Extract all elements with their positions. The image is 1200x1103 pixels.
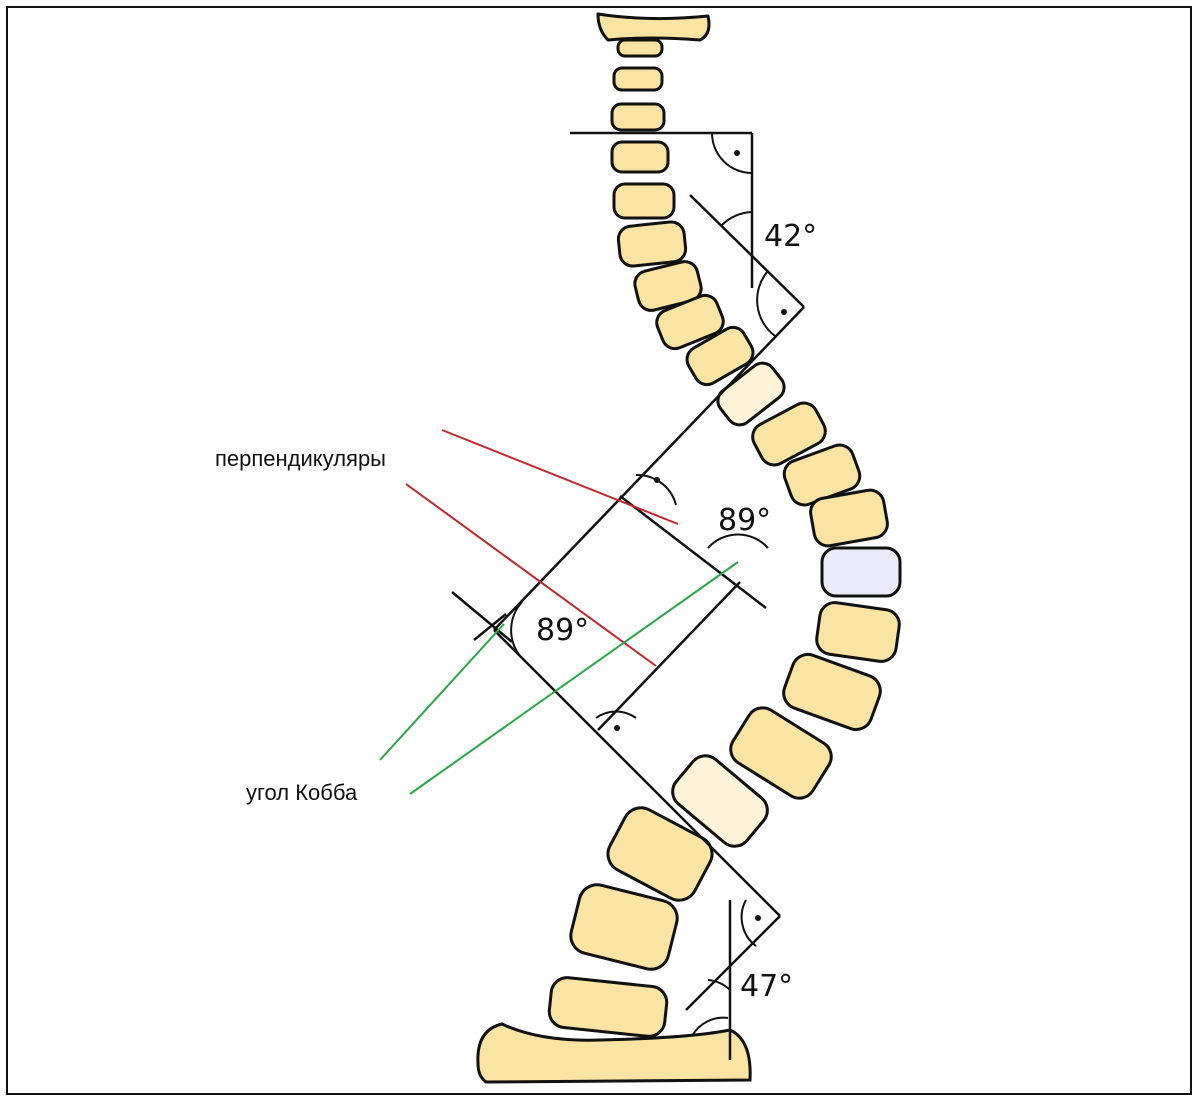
tick-line-left-cross xyxy=(473,613,507,641)
perpendicular-pointer-1 xyxy=(441,429,679,525)
vertebra xyxy=(782,652,882,732)
vertebra-end-upper xyxy=(716,361,786,427)
cobb-pointer-2 xyxy=(409,561,739,795)
vertebra xyxy=(809,488,889,548)
perpendicular-parallel xyxy=(619,495,767,609)
vertebra xyxy=(815,601,901,663)
vertebra xyxy=(610,102,666,132)
right-angle-dot xyxy=(654,477,660,483)
vertebra xyxy=(606,806,714,902)
vertebra xyxy=(616,38,664,58)
angle-label-middle-left: 89° xyxy=(536,613,589,648)
right-angle-arc xyxy=(635,473,677,506)
angle-arc-89-left xyxy=(510,601,523,657)
vertebra xyxy=(547,976,669,1038)
label-cobb-angle: угол Кобба xyxy=(246,780,358,805)
vertebra xyxy=(569,883,679,971)
angle-arc-47 xyxy=(707,979,731,991)
vertebra-apex xyxy=(820,546,902,598)
perpendicular-pointer-2 xyxy=(405,483,657,667)
angle-label-bottom: 47° xyxy=(740,969,793,1004)
right-angle-arc xyxy=(595,710,637,719)
right-angle-dot xyxy=(781,309,787,315)
vertebra xyxy=(729,706,833,800)
label-perpendiculars: перпендикуляры xyxy=(215,446,386,471)
cobb-construction xyxy=(451,131,805,1060)
right-angle-dot xyxy=(614,725,620,731)
spine xyxy=(476,12,902,1084)
cobb-pointer-1 xyxy=(379,623,505,761)
vertebra-top-partial xyxy=(596,12,711,42)
angle-arc-42 xyxy=(720,211,753,227)
vertebra xyxy=(685,325,755,387)
diagonal-upper xyxy=(689,194,805,308)
right-angle-arc xyxy=(691,1016,729,1037)
vertebra xyxy=(751,401,827,467)
lower-endplate-line xyxy=(493,629,781,917)
angle-arc-89-right xyxy=(707,533,769,549)
vertebra xyxy=(616,220,688,268)
vertebra xyxy=(612,182,676,220)
perpendicular-lower xyxy=(597,581,741,731)
vertebra xyxy=(655,293,725,351)
right-angle-arc xyxy=(711,132,753,174)
right-angle-dot xyxy=(734,150,740,156)
right-angle-dot xyxy=(755,915,761,921)
vertebra xyxy=(633,260,703,312)
right-angle-arc xyxy=(756,271,776,337)
vertebra-end-lower xyxy=(671,754,769,848)
vertebra xyxy=(610,140,670,174)
diagonal-lower xyxy=(685,915,781,1011)
perpendicular-upper xyxy=(493,306,805,631)
sacrum xyxy=(476,1022,752,1084)
right-angle-arc xyxy=(740,899,757,947)
angle-label-top: 42° xyxy=(764,219,817,254)
angle-label-middle-right: 89° xyxy=(718,503,771,538)
tick-line-left xyxy=(451,591,513,643)
vertebra xyxy=(612,66,664,92)
